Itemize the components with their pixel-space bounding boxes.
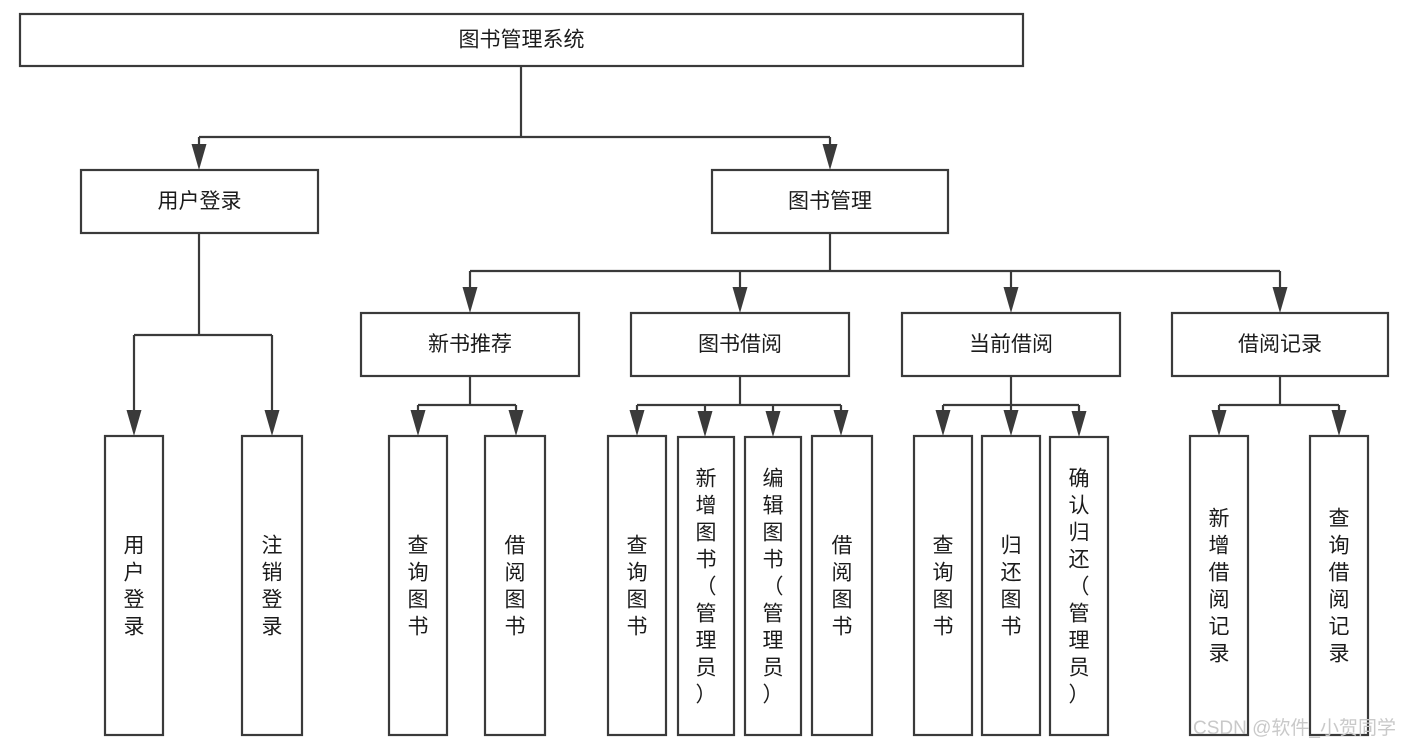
node-box[interactable] [1048, 435, 1110, 737]
leaf-node-leaf-query-record[interactable]: 查询借阅记录 [1308, 434, 1370, 737]
node-box[interactable] [810, 434, 874, 737]
connectors-layer [126, 66, 1347, 437]
node-label: 确认归还（管理员） [1069, 468, 1090, 707]
node-box[interactable] [387, 434, 449, 737]
level3-node-book-borrow[interactable]: 图书借阅 [629, 311, 851, 378]
arrow-head-icon [126, 410, 142, 436]
node-box[interactable] [1308, 434, 1370, 737]
leaf-node-leaf-return-book[interactable]: 归还图书 [980, 434, 1042, 737]
level2-node-book-management[interactable]: 图书管理 [710, 168, 950, 235]
node-label: 图书借阅 [698, 333, 782, 356]
node-box[interactable] [103, 434, 165, 737]
node-box[interactable] [1170, 311, 1390, 378]
node-label: 用户登录 [158, 190, 242, 213]
node-label: 用户登录 [124, 535, 145, 639]
node-label: 查询图书 [408, 535, 429, 639]
node-label: 注销登录 [262, 535, 283, 639]
node-box[interactable] [79, 168, 320, 235]
level3-node-current-borrow[interactable]: 当前借阅 [900, 311, 1122, 378]
conn-bookmgmt-to-level3 [462, 233, 1288, 313]
node-label: 图书管理 [788, 190, 872, 213]
leaf-node-leaf-borrow-book-1[interactable]: 借阅图书 [483, 434, 547, 737]
arrow-head-icon [264, 410, 280, 436]
node-label: 查询图书 [933, 535, 954, 639]
leaf-node-leaf-confirm-return[interactable]: 确认归还（管理员） [1048, 435, 1110, 737]
conn-newbook-to-leaves [410, 376, 524, 436]
arrow-head-icon [410, 410, 426, 436]
node-label: 借阅记录 [1238, 333, 1322, 356]
arrow-head-icon [833, 410, 849, 436]
node-box[interactable] [743, 435, 803, 737]
node-box[interactable] [629, 311, 851, 378]
node-box[interactable] [980, 434, 1042, 737]
arrow-head-icon [765, 411, 781, 437]
node-box[interactable] [18, 12, 1025, 68]
arrow-head-icon [1331, 410, 1347, 436]
csdn-watermark: CSDN @软件_小贺同学 [1193, 717, 1396, 739]
node-label: 查询图书 [627, 535, 648, 639]
arrow-head-icon [822, 144, 838, 170]
leaf-node-leaf-user-login[interactable]: 用户登录 [103, 434, 165, 737]
leaf-node-leaf-query-book-3[interactable]: 查询图书 [912, 434, 974, 737]
arrow-head-icon [1272, 287, 1288, 313]
leaf-node-leaf-logout[interactable]: 注销登录 [240, 434, 304, 737]
node-label: 当前借阅 [969, 333, 1053, 356]
arrow-head-icon [697, 411, 713, 437]
conn-borrow-to-leaves [629, 376, 849, 437]
conn-current-to-leaves [935, 376, 1087, 437]
node-label: 查询借阅记录 [1329, 508, 1350, 666]
node-box[interactable] [359, 311, 581, 378]
level3-node-borrow-record[interactable]: 借阅记录 [1170, 311, 1390, 378]
node-box[interactable] [240, 434, 304, 737]
node-label: 新增借阅记录 [1209, 508, 1230, 666]
node-label: 借阅图书 [505, 535, 526, 639]
boxes-layer: 图书管理系统用户登录图书管理新书推荐图书借阅当前借阅借阅记录用户登录注销登录查询… [18, 12, 1390, 737]
leaf-node-leaf-add-record[interactable]: 新增借阅记录 [1188, 434, 1250, 737]
node-label: 归还图书 [1001, 535, 1022, 639]
arrow-head-icon [1071, 411, 1087, 437]
node-box[interactable] [606, 434, 668, 737]
level2-node-user-login[interactable]: 用户登录 [79, 168, 320, 235]
node-box[interactable] [912, 434, 974, 737]
arrow-head-icon [732, 287, 748, 313]
root-node-book-management-system[interactable]: 图书管理系统 [18, 12, 1025, 68]
leaf-node-leaf-borrow-book-2[interactable]: 借阅图书 [810, 434, 874, 737]
leaf-node-leaf-edit-book[interactable]: 编辑图书（管理员） [743, 435, 803, 737]
arrow-head-icon [1003, 410, 1019, 436]
level3-node-new-book-recommend[interactable]: 新书推荐 [359, 311, 581, 378]
node-label: 新书推荐 [428, 333, 512, 356]
node-box[interactable] [710, 168, 950, 235]
conn-record-to-leaves [1211, 376, 1347, 436]
arrow-head-icon [935, 410, 951, 436]
node-box[interactable] [900, 311, 1122, 378]
arrow-head-icon [1211, 410, 1227, 436]
conn-root-to-level2 [191, 66, 838, 170]
conn-userlogin-to-leaves [126, 233, 280, 436]
node-box[interactable] [676, 435, 736, 737]
arrow-head-icon [1003, 287, 1019, 313]
arrow-head-icon [191, 144, 207, 170]
arrow-head-icon [462, 287, 478, 313]
node-label: 新增图书（管理员） [696, 468, 717, 707]
arrow-head-icon [508, 410, 524, 436]
leaf-node-leaf-query-book-2[interactable]: 查询图书 [606, 434, 668, 737]
leaf-node-leaf-query-book-1[interactable]: 查询图书 [387, 434, 449, 737]
arrow-head-icon [629, 410, 645, 436]
node-label: 图书管理系统 [459, 29, 585, 52]
node-label: 编辑图书（管理员） [763, 468, 784, 707]
node-box[interactable] [483, 434, 547, 737]
leaf-node-leaf-add-book[interactable]: 新增图书（管理员） [676, 435, 736, 737]
node-label: 借阅图书 [832, 535, 853, 639]
node-box[interactable] [1188, 434, 1250, 737]
